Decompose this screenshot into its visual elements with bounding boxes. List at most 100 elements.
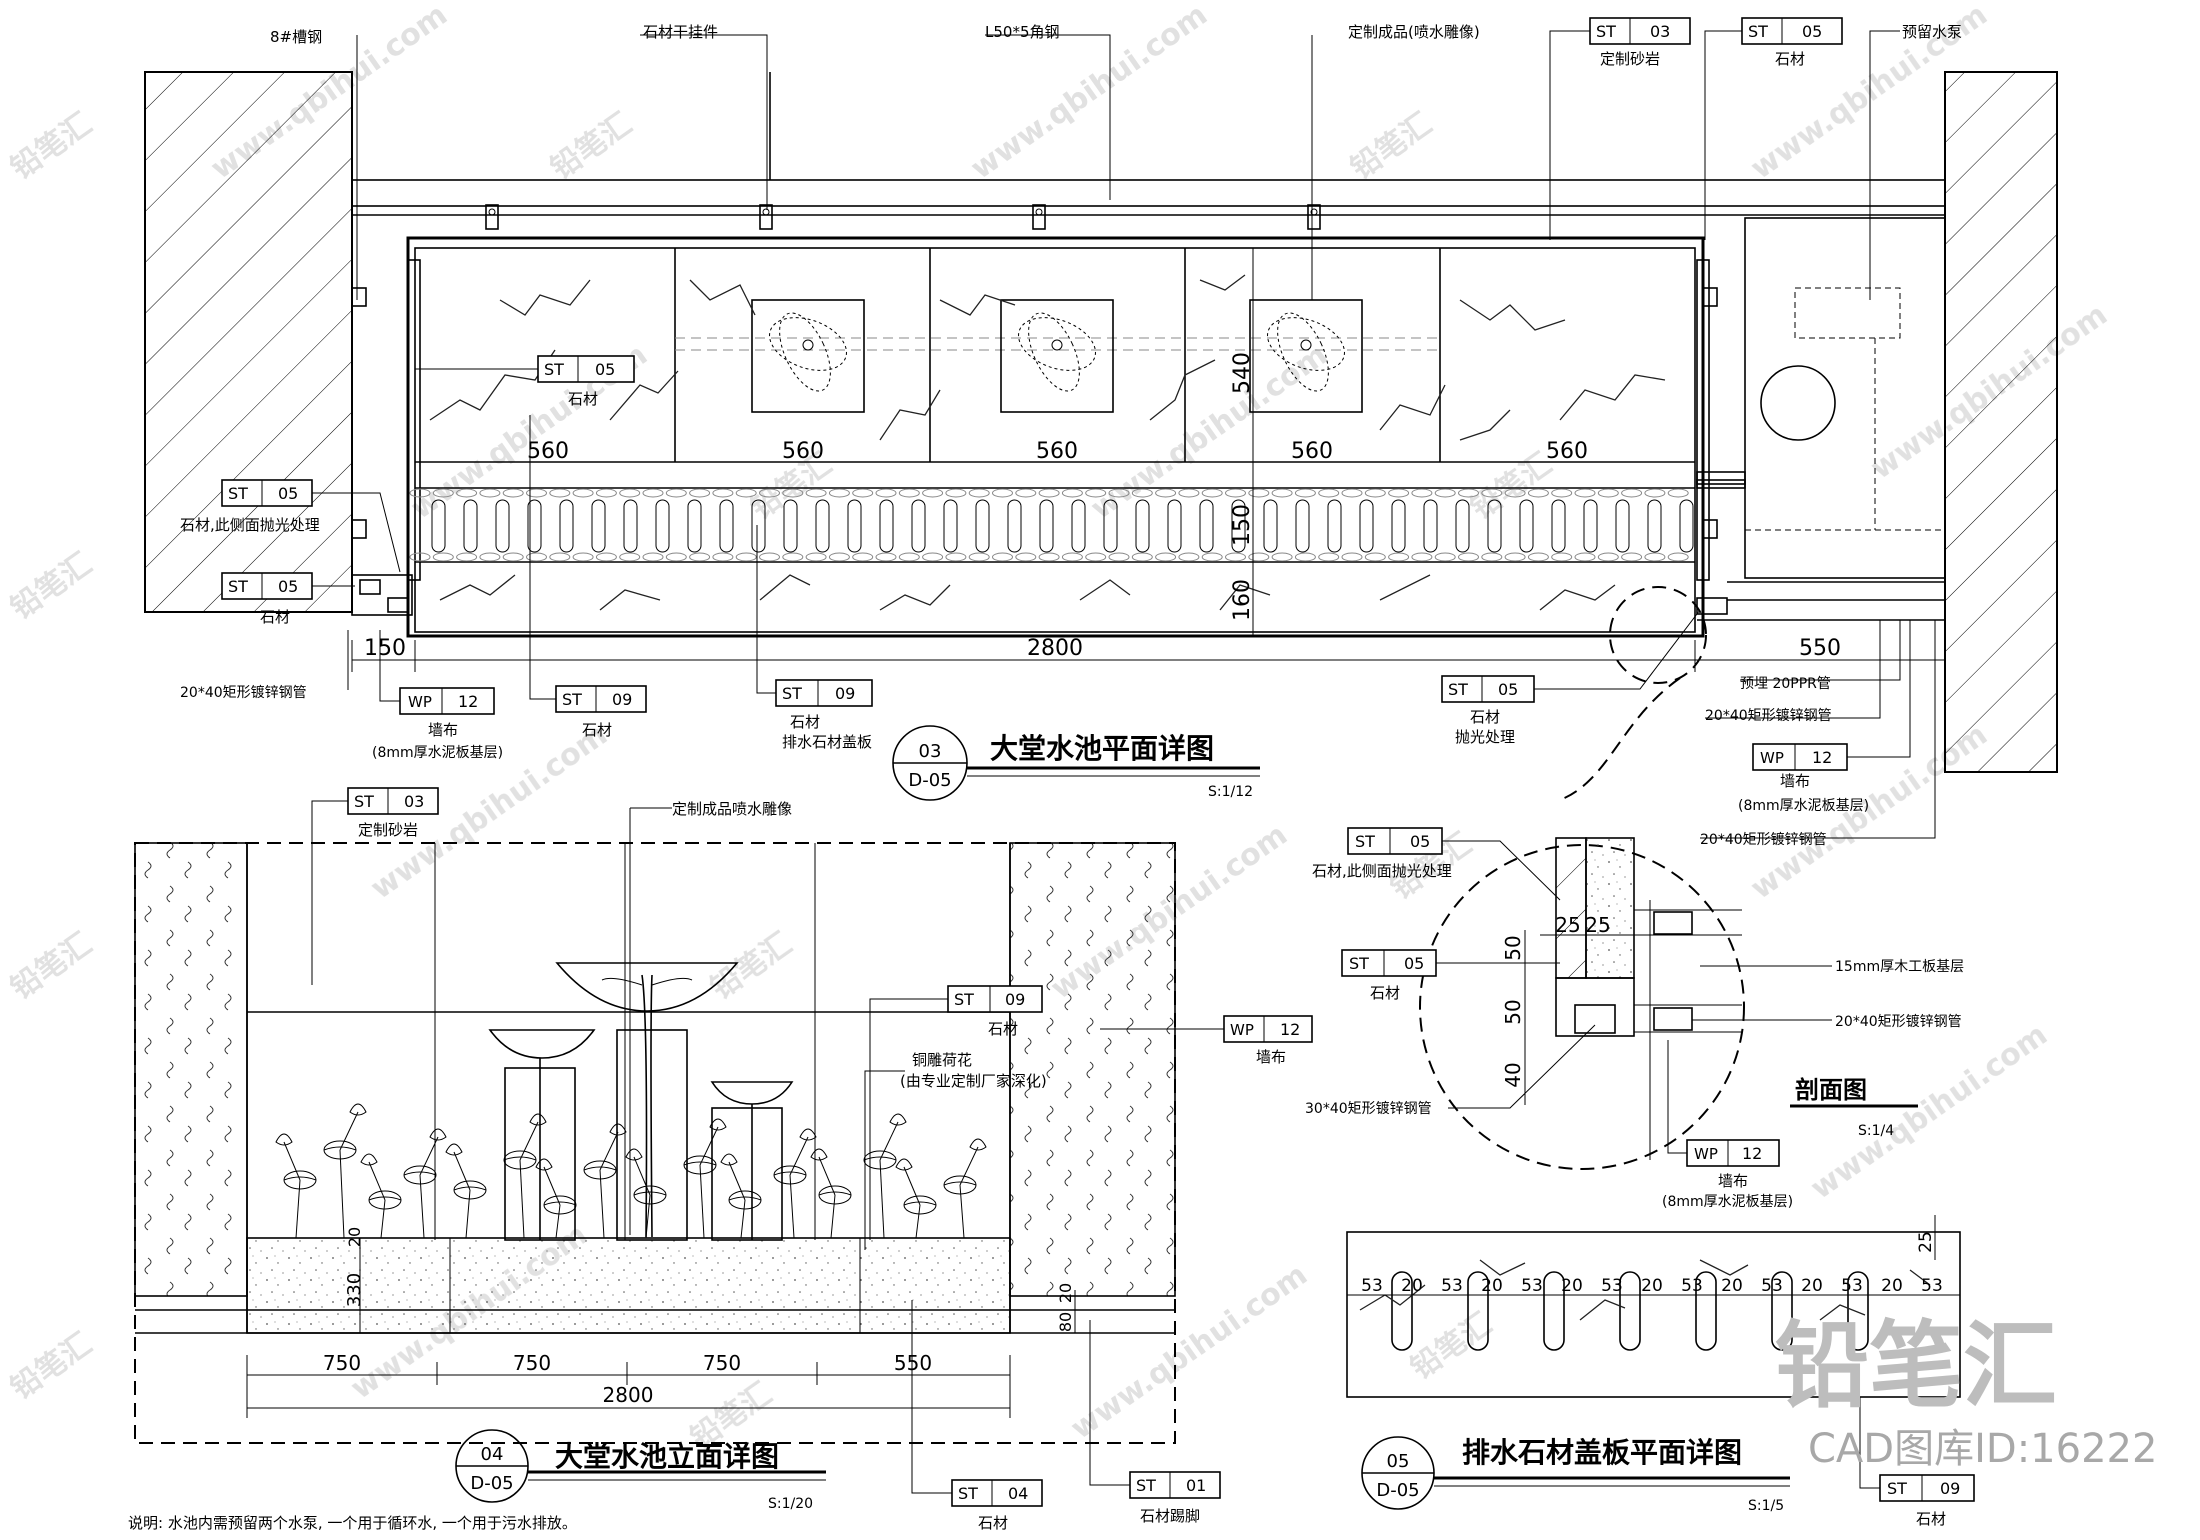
drain-slot xyxy=(1647,499,1662,553)
bronze-lotus-group xyxy=(275,1103,987,1239)
svg-text:50: 50 xyxy=(1501,999,1525,1024)
svg-text:ST: ST xyxy=(354,792,374,811)
plan-title-block: 03 D-05 大堂水池平面详图 S:1/12 xyxy=(892,725,1260,801)
label-channel-steel: 8#槽钢 xyxy=(270,28,322,46)
svg-text:40: 40 xyxy=(1501,1062,1525,1087)
svg-text:排水石材盖板: 排水石材盖板 xyxy=(782,733,872,751)
cover-height-dim: 25 xyxy=(1916,1231,1936,1253)
tag-st09-cover: ST 09 石材 排水石材盖板 xyxy=(775,679,873,751)
tag-wp12-section: WP 12 墙布 (8mm厚水泥板基层) xyxy=(1662,1139,1793,1210)
svg-text:石材: 石材 xyxy=(790,713,820,731)
drain-slot-row xyxy=(409,488,1694,562)
dim-seg-1: 750 xyxy=(323,1351,361,1375)
watermark-text: 铅笔汇 xyxy=(5,106,99,186)
cover-dim-label: 53 xyxy=(1441,1276,1463,1296)
svg-text:12: 12 xyxy=(1812,748,1832,767)
lotus-flower xyxy=(895,1158,913,1171)
stone-hanger-3 xyxy=(1032,204,1046,230)
drain-slot xyxy=(911,499,926,553)
lotus-flower xyxy=(529,1113,547,1126)
tag-st01-elev: ST 01 石材踢脚 xyxy=(1129,1471,1221,1525)
dim-depth-150: 150 xyxy=(1230,504,1255,546)
drain-slot xyxy=(623,499,638,553)
drain-slot xyxy=(463,499,478,553)
cover-slot-row xyxy=(1391,1271,1869,1351)
drain-slot xyxy=(975,499,990,553)
drain-slot xyxy=(1327,499,1342,553)
dim-panel-3: 560 xyxy=(1036,439,1078,464)
drain-slot xyxy=(1231,499,1246,553)
drain-slot xyxy=(687,499,702,553)
dim-panel-5: 560 xyxy=(1546,439,1588,464)
svg-text:ST: ST xyxy=(782,684,802,703)
svg-text:ST: ST xyxy=(1596,22,1616,41)
svg-text:ST: ST xyxy=(228,577,248,596)
tag-st05-polish: ST 05 石材 抛光处理 xyxy=(1441,675,1535,746)
label-lotus-sub: (由专业定制厂家深化) xyxy=(900,1072,1047,1090)
section-annotations: ST 05 石材,此侧面抛光处理 ST 05 石材 15mm厚木工板基层 20*… xyxy=(1305,827,1964,1210)
svg-text:ST: ST xyxy=(1887,1479,1907,1498)
svg-text:墙布: 墙布 xyxy=(1256,1048,1286,1066)
drain-slot xyxy=(1295,499,1310,553)
svg-text:12: 12 xyxy=(1280,1020,1300,1039)
lotus-flower xyxy=(625,1148,643,1161)
drain-slot xyxy=(1423,499,1438,553)
label-stone-hanger: 石材干挂件 xyxy=(643,23,718,41)
lotus-flower xyxy=(535,1158,553,1171)
dim-total-2800: 2800 xyxy=(1027,636,1083,661)
tag-st03-elev: ST 03 定制砂岩 xyxy=(347,787,439,839)
tag-st05-top: ST 05 石材 xyxy=(1741,17,1843,68)
svg-text:ST: ST xyxy=(1349,954,1369,973)
label-steel-pipe-left: 20*40矩形镀锌钢管 xyxy=(180,684,307,701)
lotus-flower xyxy=(349,1103,367,1116)
drain-slot xyxy=(1263,499,1278,553)
label-pipe-small: 20*40矩形镀锌钢管 xyxy=(1835,1013,1962,1030)
svg-text:石材: 石材 xyxy=(1470,708,1500,726)
cover-slot xyxy=(1847,1271,1869,1351)
drain-slot xyxy=(847,499,862,553)
plan-wall-right xyxy=(1944,71,2058,773)
drain-slot xyxy=(431,499,446,553)
cover-scale: S:1/5 xyxy=(1748,1498,1784,1514)
svg-text:ST: ST xyxy=(1748,22,1768,41)
svg-text:墙布: 墙布 xyxy=(1780,772,1810,790)
svg-text:ST: ST xyxy=(544,360,564,379)
cover-dim-label: 53 xyxy=(1761,1276,1783,1296)
svg-text:ST: ST xyxy=(1448,680,1468,699)
watermark-brand: 铅笔汇 xyxy=(1775,1312,2057,1421)
dim-pump-550: 550 xyxy=(1799,636,1841,661)
drain-slot xyxy=(815,499,830,553)
cover-dim-label: 20 xyxy=(1481,1276,1503,1296)
svg-text:09: 09 xyxy=(1940,1479,1960,1498)
cover-dim-label: 53 xyxy=(1601,1276,1623,1296)
elevation-annotations: ST 03 定制砂岩 定制成品喷水雕像 ST 09 石材 WP 12 墙布 xyxy=(311,787,1313,1532)
elevation-view: 750 750 750 550 2800 330 20 80 20 ST 03 … xyxy=(128,787,1313,1532)
drain-slot xyxy=(1487,499,1502,553)
plan-title: 大堂水池平面详图 xyxy=(990,732,1214,765)
pump-circle xyxy=(1760,365,1836,441)
svg-text:03: 03 xyxy=(404,792,424,811)
svg-text:25: 25 xyxy=(1585,913,1610,937)
drain-slot xyxy=(751,499,766,553)
label-steel-pipe-r1: 20*40矩形镀锌钢管 xyxy=(1705,707,1832,724)
drain-slot xyxy=(783,499,798,553)
cover-dim-label: 20 xyxy=(1641,1276,1663,1296)
svg-text:墙布: 墙布 xyxy=(1718,1172,1748,1190)
svg-text:04: 04 xyxy=(1008,1484,1028,1503)
fountain-sculpture-elev xyxy=(488,962,794,1241)
svg-text:(8mm厚水泥板基层): (8mm厚水泥板基层) xyxy=(372,744,503,761)
svg-text:09: 09 xyxy=(1005,990,1025,1009)
drain-slot xyxy=(1167,499,1182,553)
drain-slot xyxy=(1615,499,1630,553)
cover-plate xyxy=(1346,1231,1961,1398)
svg-text:ST: ST xyxy=(1136,1476,1156,1495)
svg-text:定制砂岩: 定制砂岩 xyxy=(358,821,418,839)
elev-right-wall xyxy=(1009,842,1176,1297)
elevation-title-block: 04 D-05 大堂水池立面详图 S:1/20 xyxy=(455,1429,826,1512)
svg-text:石材,此侧面抛光处理: 石材,此侧面抛光处理 xyxy=(180,516,320,534)
tag-st09-elev: ST 09 石材 xyxy=(947,985,1043,1038)
svg-text:12: 12 xyxy=(458,692,478,711)
